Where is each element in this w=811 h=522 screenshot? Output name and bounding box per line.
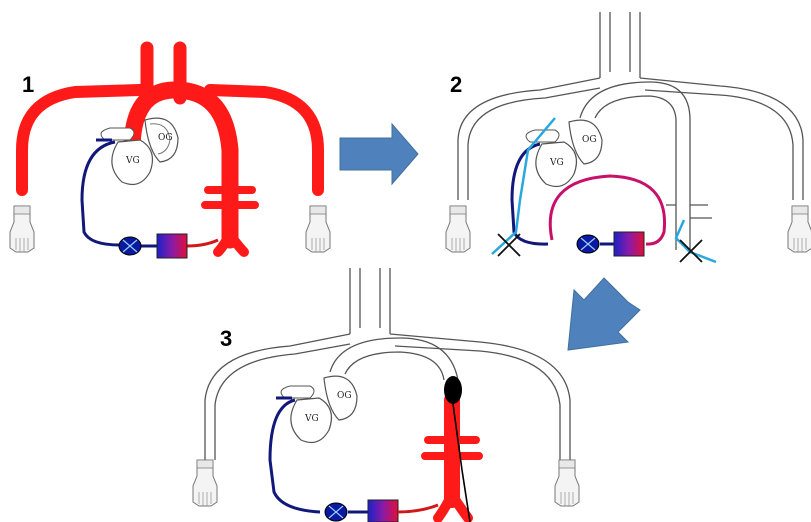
oxygenator-1 [157,234,187,258]
panel-2: 2 VG OG [446,12,811,262]
ventricle-label-2: VG [549,158,564,168]
oxygenator-2 [614,232,644,256]
atrium-label-3: OG [337,391,352,401]
vessel-outline-3 [205,268,570,460]
balloon-occlusion [444,376,462,404]
right-hand-2 [788,206,811,252]
left-hand-2 [446,206,470,252]
right-hand-1 [306,206,330,252]
ventricle-label-3: VG [304,414,319,424]
panel-3: 3 VG OG [193,268,579,522]
ecmo-circuit-2 [492,118,716,262]
clamp-right-icon [680,240,702,262]
atrium-label-2: OG [582,135,597,145]
panel-1-number: 1 [22,72,34,97]
heart-2: VG OG [526,120,602,186]
oxygenator-3 [368,500,398,522]
vessel-outline-2 [458,12,803,250]
step-arrow-down-left [568,278,640,350]
heart-3: VG OG [281,376,357,442]
left-hand-3 [193,460,217,506]
panel-2-number: 2 [450,72,462,97]
panel-3-number: 3 [220,326,232,351]
ventricle-label-1: VG [125,156,140,166]
step-arrow-right [340,124,418,184]
descending-aorta-3 [425,400,479,518]
atrium-label-1: OG [158,133,173,143]
right-hand-3 [555,460,579,506]
left-hand-1 [10,206,34,252]
panel-1: 1 VG OG [10,48,330,258]
